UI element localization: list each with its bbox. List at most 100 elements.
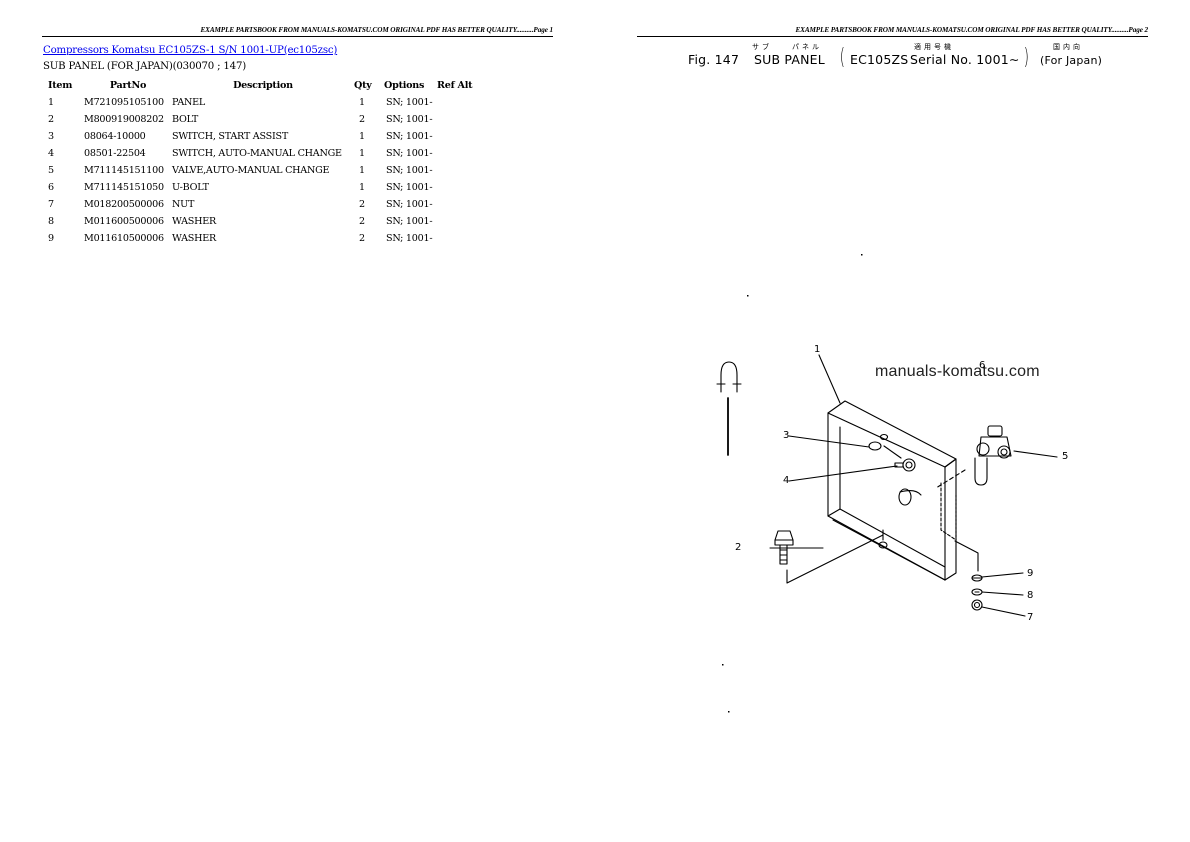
figure-serial: Serial No. 1001∼ — [910, 52, 1020, 67]
part-qty: 2 — [359, 114, 365, 125]
table-header-row: Item PartNo Description Qty Options Ref … — [43, 77, 477, 94]
table-row: 8 M011600500006 WASHER 2 SN; 1001- — [43, 213, 477, 230]
part-ref-alt — [437, 162, 477, 179]
callout-5: 5 — [1062, 451, 1069, 462]
part-options: SN; 1001- — [386, 199, 433, 210]
part-qty: 2 — [359, 216, 365, 227]
washer-8-icon — [971, 588, 983, 596]
callout-8: 8 — [1027, 590, 1034, 601]
part-description: SWITCH, START ASSIST — [172, 131, 288, 142]
col-qty: Qty — [354, 80, 372, 91]
part-qty: 2 — [359, 199, 365, 210]
page-header: EXAMPLE PARTSBOOK FROM MANUALS-KOMATSU.C… — [42, 25, 553, 37]
washer-9-icon — [971, 574, 983, 582]
figure-region: (For Japan) — [1040, 54, 1103, 67]
part-options: SN; 1001- — [386, 131, 433, 142]
part-options: SN; 1001- — [386, 182, 433, 193]
col-item: Item — [48, 80, 73, 91]
panel-box-icon — [827, 400, 957, 581]
paren-close: ) — [1023, 45, 1029, 70]
right-page: EXAMPLE PARTSBOOK FROM MANUALS-KOMATSU.C… — [595, 0, 1190, 842]
ruby-serial: 適用号機 — [914, 43, 954, 51]
table-row: 4 08501-22504 SWITCH, AUTO-MANUAL CHANGE… — [43, 145, 477, 162]
part-ref-alt — [437, 111, 477, 128]
part-ref-alt — [437, 196, 477, 213]
bolt-icon — [774, 530, 794, 565]
part-qty: 2 — [359, 233, 365, 244]
figure-caption: Fig. 147 サブ パネル SUB PANEL ( EC105ZS 適用号機… — [688, 42, 1148, 72]
figure-name: SUB PANEL — [754, 52, 825, 67]
part-qty: 1 — [359, 165, 365, 176]
item-number: 5 — [48, 165, 54, 176]
ruby-region: 国内向 — [1053, 43, 1083, 51]
part-ref-alt — [437, 128, 477, 145]
part-number: 08501-22504 — [84, 148, 146, 159]
part-description: WASHER — [172, 233, 216, 244]
part-number: M711145151100 — [84, 165, 164, 176]
item-number: 9 — [48, 233, 54, 244]
col-partno: PartNo — [109, 80, 147, 91]
table-row: 1 M721095105100 PANEL 1 SN; 1001- — [43, 94, 477, 111]
page-header: EXAMPLE PARTSBOOK FROM MANUALS-KOMATSU.C… — [637, 25, 1148, 37]
section-subtitle: SUB PANEL (FOR JAPAN)(030070 ; 147) — [43, 61, 247, 72]
part-ref-alt — [437, 94, 477, 111]
table-row: 2 M800919008202 BOLT 2 SN; 1001- — [43, 111, 477, 128]
callout-6: 6 — [979, 360, 986, 371]
paren-open: ( — [839, 45, 845, 70]
part-number: 08064-10000 — [84, 131, 146, 142]
part-description: WASHER — [172, 216, 216, 227]
table-row: 7 M018200500006 NUT 2 SN; 1001- — [43, 196, 477, 213]
callout-3: 3 — [783, 430, 790, 441]
left-page: EXAMPLE PARTSBOOK FROM MANUALS-KOMATSU.C… — [42, 25, 553, 247]
part-options: SN; 1001- — [386, 216, 433, 227]
part-options: SN; 1001- — [386, 114, 433, 125]
part-qty: 1 — [359, 182, 365, 193]
figure-model: EC105ZS — [850, 52, 909, 67]
ruby-panel: パネル — [792, 43, 822, 51]
bolt-leader-line — [786, 534, 884, 584]
exploded-parts-diagram — [716, 254, 1058, 713]
valve-leader-line — [935, 469, 966, 489]
callout-2: 2 — [735, 542, 742, 553]
part-ref-alt — [437, 179, 477, 196]
part-qty: 1 — [359, 97, 365, 108]
table-row: 5 M711145151100 VALVE,AUTO-MANUAL CHANGE… — [43, 162, 477, 179]
callout-4: 4 — [783, 475, 790, 486]
model-title-link[interactable]: Compressors Komatsu EC105ZS-1 S/N 1001-U… — [43, 45, 338, 56]
part-ref-alt — [437, 230, 477, 247]
table-row: 3 08064-10000 SWITCH, START ASSIST 1 SN;… — [43, 128, 477, 145]
nut-7-icon — [971, 599, 983, 611]
scan-dots — [722, 254, 863, 713]
item-number: 7 — [48, 199, 54, 210]
fastener-leader-line — [954, 540, 979, 572]
part-qty: 1 — [359, 148, 365, 159]
part-number: M011600500006 — [84, 216, 164, 227]
part-description: SWITCH, AUTO-MANUAL CHANGE — [172, 148, 342, 159]
part-number: M011610500006 — [84, 233, 164, 244]
parts-table: Item PartNo Description Qty Options Ref … — [43, 77, 477, 247]
figure-number: Fig. 147 — [688, 52, 740, 67]
part-number: M721095105100 — [84, 97, 164, 108]
part-description: BOLT — [172, 114, 199, 125]
callout-leaders — [769, 354, 1058, 617]
part-qty: 1 — [359, 131, 365, 142]
item-number: 8 — [48, 216, 54, 227]
table-row: 6 M711145151050 U-BOLT 1 SN; 1001- — [43, 179, 477, 196]
part-options: SN; 1001- — [386, 233, 433, 244]
item-number: 2 — [48, 114, 54, 125]
part-number: M711145151050 — [84, 182, 164, 193]
part-ref-alt — [437, 145, 477, 162]
part-description: PANEL — [172, 97, 206, 108]
part-description: NUT — [172, 199, 195, 210]
col-ref-alt: Ref Alt — [437, 80, 473, 91]
item-number: 3 — [48, 131, 54, 142]
item-number: 6 — [48, 182, 54, 193]
part-number: M018200500006 — [84, 199, 164, 210]
valve-icon — [974, 425, 1012, 486]
callout-9: 9 — [1027, 568, 1034, 579]
part-ref-alt — [437, 213, 477, 230]
item-number: 1 — [48, 97, 54, 108]
callout-1: 1 — [814, 344, 821, 355]
watermark: manuals-komatsu.com — [875, 363, 1040, 380]
part-number: M800919008202 — [84, 114, 164, 125]
